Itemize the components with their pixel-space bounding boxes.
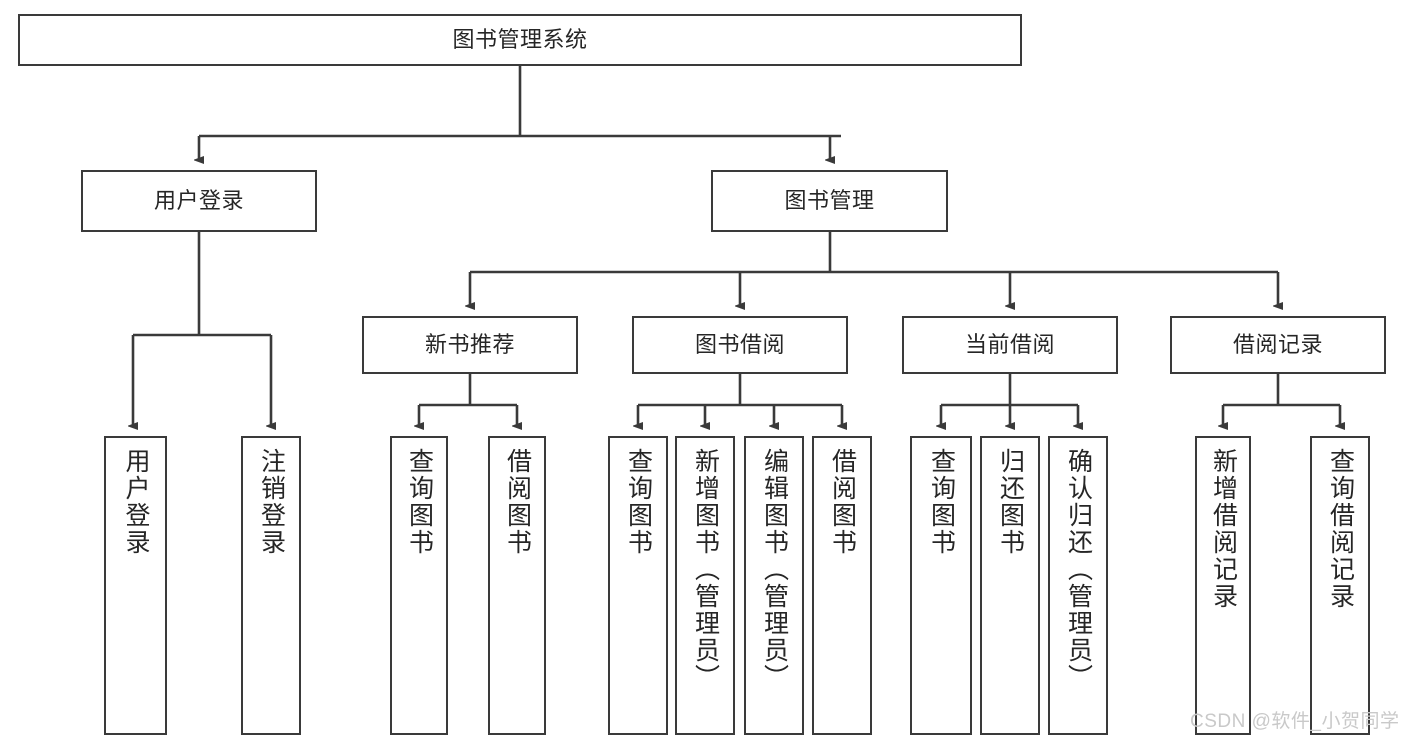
node-leaf-query-book-1-label: 查询图书 [405,448,434,556]
node-current-borrow[interactable]: 当前借阅 [902,316,1118,374]
node-leaf-add-record[interactable]: 新增借阅记录 [1195,436,1251,735]
node-leaf-logout[interactable]: 注销登录 [241,436,301,735]
node-new-book-recommend-label: 新书推荐 [424,332,515,358]
node-leaf-confirm-return-label: 确认归还（管理员） [1064,448,1093,691]
edge-group-current-borrow [941,374,1078,426]
edge-group-book-manage [470,232,1278,306]
edge-group-book-borrow [638,374,842,426]
edge-group-user-login [133,232,271,426]
node-root-label: 图书管理系统 [452,27,588,53]
node-new-book-recommend[interactable]: 新书推荐 [362,316,578,374]
edge-group-root [199,66,841,160]
node-root[interactable]: 图书管理系统 [18,14,1022,66]
node-leaf-user-login[interactable]: 用户登录 [104,436,167,735]
node-leaf-query-book-2[interactable]: 查询图书 [608,436,668,735]
node-leaf-return-book-label: 归还图书 [996,448,1025,556]
node-leaf-logout-label: 注销登录 [257,448,286,556]
node-book-borrow-label: 图书借阅 [694,332,785,358]
node-leaf-add-book[interactable]: 新增图书（管理员） [675,436,735,735]
node-leaf-add-book-label: 新增图书（管理员） [691,448,720,691]
node-leaf-borrow-book-1-label: 借阅图书 [503,448,532,556]
node-user-login-label: 用户登录 [153,188,244,214]
node-leaf-confirm-return[interactable]: 确认归还（管理员） [1048,436,1108,735]
node-leaf-query-book-3-label: 查询图书 [927,448,956,556]
node-leaf-borrow-book-2-label: 借阅图书 [828,448,857,556]
node-leaf-query-book-3[interactable]: 查询图书 [910,436,972,735]
node-book-borrow[interactable]: 图书借阅 [632,316,848,374]
node-book-manage-label: 图书管理 [784,188,875,214]
node-borrow-record-label: 借阅记录 [1232,332,1323,358]
node-leaf-query-book-1[interactable]: 查询图书 [390,436,448,735]
node-leaf-query-record-label: 查询借阅记录 [1326,448,1355,610]
edge-group-borrow-record [1223,374,1340,426]
node-user-login[interactable]: 用户登录 [81,170,317,232]
node-leaf-edit-book-label: 编辑图书（管理员） [760,448,789,691]
csdn-watermark: CSDN @软件_小贺同学 [1190,711,1400,732]
node-leaf-user-login-label: 用户登录 [122,448,150,556]
node-leaf-borrow-book-2[interactable]: 借阅图书 [812,436,872,735]
node-leaf-query-book-2-label: 查询图书 [624,448,653,556]
node-leaf-query-record[interactable]: 查询借阅记录 [1310,436,1370,735]
node-leaf-edit-book[interactable]: 编辑图书（管理员） [744,436,804,735]
node-leaf-borrow-book-1[interactable]: 借阅图书 [488,436,546,735]
node-borrow-record[interactable]: 借阅记录 [1170,316,1386,374]
node-leaf-return-book[interactable]: 归还图书 [980,436,1040,735]
node-current-borrow-label: 当前借阅 [964,332,1055,358]
node-leaf-add-record-label: 新增借阅记录 [1209,448,1238,610]
node-book-manage[interactable]: 图书管理 [711,170,948,232]
edge-group-new-book-recommend [419,374,517,426]
